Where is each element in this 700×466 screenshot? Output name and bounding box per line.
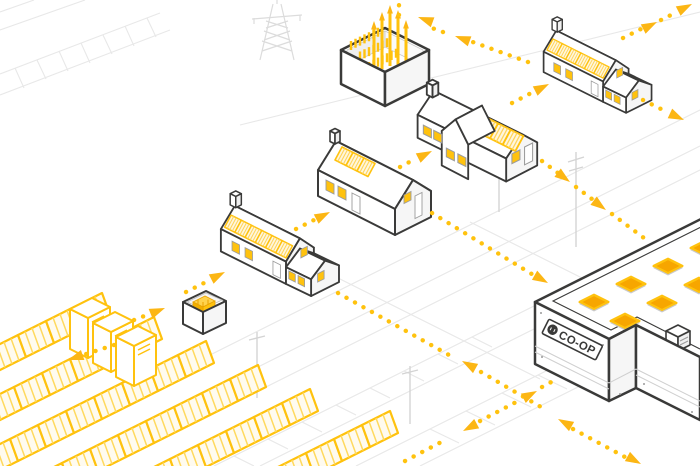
energy-flow-lines (66, 0, 695, 466)
windows (422, 124, 534, 168)
house-2 (317, 127, 432, 236)
coop-wall-right (634, 323, 700, 422)
house-4 (544, 17, 652, 113)
house-1 (221, 191, 339, 296)
battery-cabinets (69, 297, 157, 387)
coop-logo-icon (547, 324, 558, 335)
rising-energy-arrows (371, 5, 409, 72)
chimney (329, 127, 341, 145)
windows (325, 179, 423, 220)
house-3 (416, 78, 539, 183)
battery-cells (349, 27, 380, 50)
coop-building: CO-OP (533, 218, 700, 422)
grid-storage-box (339, 5, 431, 108)
community-battery-box (182, 290, 227, 335)
cross-gable-wing (440, 104, 496, 181)
battery-cabinet (115, 325, 157, 387)
transmission-tower (251, 0, 303, 61)
chimney (425, 78, 440, 99)
coop-wall-notch (607, 323, 638, 403)
